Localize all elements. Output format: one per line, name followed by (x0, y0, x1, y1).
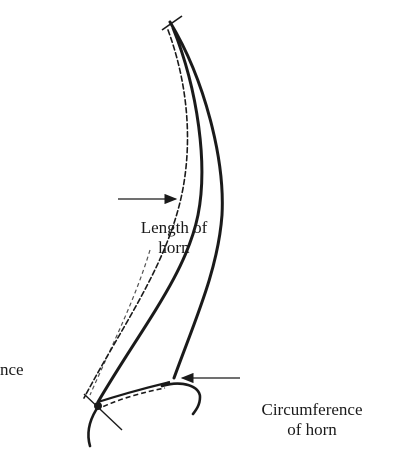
horn-dashed-edge-2 (90, 250, 150, 395)
partial-left-label: nce (0, 360, 40, 380)
partial-left-text: nce (0, 360, 40, 380)
circumference-of-horn-label: Circumference of horn (238, 400, 386, 440)
skull-outline (162, 384, 200, 414)
length-label-line1: Length of (118, 218, 230, 238)
length-of-horn-label: Length of horn (118, 218, 230, 258)
circumference-label-line1: Circumference (238, 400, 386, 420)
length-label-line2: horn (118, 238, 230, 258)
skull-outline-left (88, 410, 96, 446)
circumference-label-line2: of horn (238, 420, 386, 440)
base-measure-point (94, 402, 102, 410)
horn-outline-outer (170, 22, 222, 378)
